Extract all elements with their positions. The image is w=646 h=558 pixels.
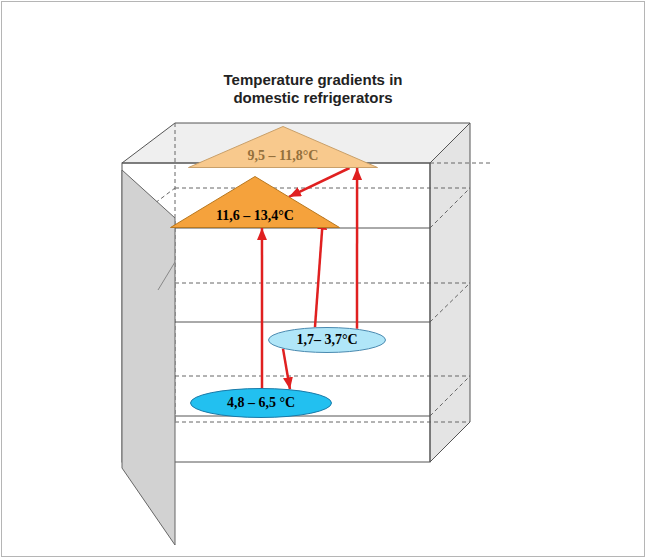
triangle-shape — [171, 177, 340, 228]
temperature-zone-triangle: 9,5 – 11,8°C — [188, 126, 378, 168]
fridge-side-face — [430, 123, 470, 462]
shelf-back — [175, 283, 470, 284]
door-handle — [158, 262, 175, 290]
fridge-door — [122, 170, 175, 545]
shelf-guide — [430, 163, 492, 164]
temperature-label: 9,5 – 11,8°C — [248, 148, 319, 164]
airflow-arrow — [261, 228, 264, 388]
text-holder: 4,8 – 6,5 °C — [190, 388, 332, 418]
text-holder: 1,7– 3,7°C — [268, 327, 386, 353]
temperature-zone-ellipse: 1,7– 3,7°C — [268, 327, 386, 353]
airflow-arrow — [283, 349, 290, 390]
airflow-arrow — [289, 168, 350, 197]
shelf-side — [430, 188, 470, 228]
hidden-edges — [122, 123, 492, 462]
shelf-back — [175, 188, 470, 189]
diagram-title: Temperature gradients in domestic refrig… — [203, 71, 423, 107]
temperature-label: 4,8 – 6,5 °C — [227, 395, 295, 411]
text-holder: 9,5 – 11,8°C — [188, 126, 378, 168]
airflow-arrow — [356, 168, 359, 329]
ellipse-shape — [269, 328, 386, 353]
airflow-arrow — [315, 218, 323, 328]
temperature-zone-triangle: 11,6 – 13,4°C — [170, 176, 340, 228]
temperature-label: 11,6 – 13,4°C — [216, 208, 294, 224]
text-holder: 11,6 – 13,4°C — [170, 176, 340, 228]
shelf-back — [175, 376, 470, 377]
temperature-zone-ellipse: 4,8 – 6,5 °C — [190, 388, 332, 418]
temperature-label: 1,7– 3,7°C — [296, 332, 357, 348]
shelf-side — [430, 283, 470, 322]
triangle-shape — [189, 127, 378, 168]
back-edge — [175, 422, 470, 423]
ellipse-shape — [191, 389, 332, 418]
shelf-side — [430, 376, 470, 416]
